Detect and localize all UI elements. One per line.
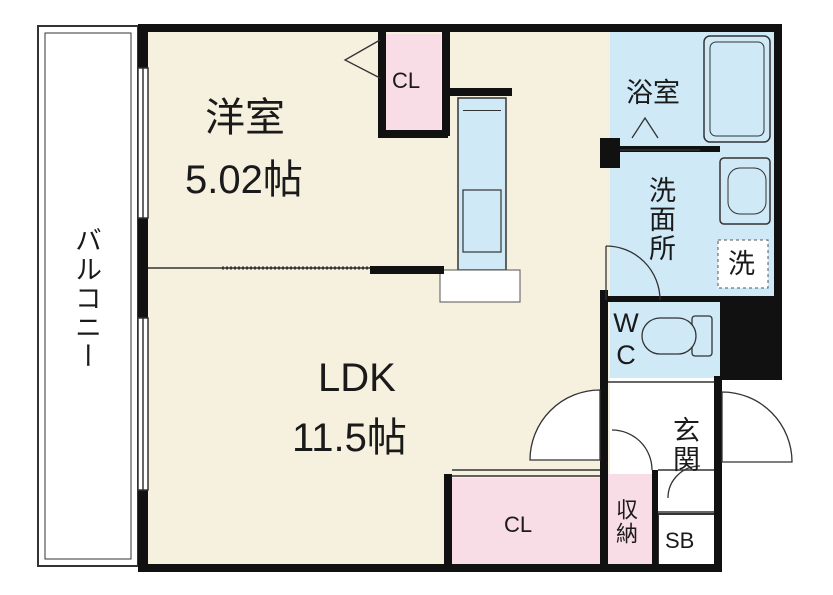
- washer-space: [717, 239, 769, 289]
- washbasin: [719, 157, 771, 225]
- storage-label: 収納: [613, 498, 638, 546]
- western-room-name: 洋室: [205, 96, 285, 140]
- washroom-label: 洗面所: [645, 176, 675, 263]
- walls: [138, 24, 782, 572]
- shoebox-label: SB: [665, 528, 695, 553]
- western-room-size: 5.02帖: [185, 158, 303, 202]
- ldk-room-size: 11.5帖: [292, 416, 407, 460]
- kitchen-range-line: [463, 110, 501, 111]
- bath-label: 浴室: [626, 78, 680, 108]
- shoebox-bg: [657, 513, 717, 567]
- closet-ldk-bg: [452, 478, 600, 564]
- ldk-room-name: LDK: [318, 356, 396, 400]
- closet-western-label: CL: [392, 68, 421, 93]
- bathtub: [703, 35, 771, 143]
- closet-ldk-label: CL: [504, 512, 533, 537]
- entrance-label: 玄関: [669, 416, 699, 474]
- storage-bg: [607, 474, 653, 564]
- kitchen-counter: [457, 97, 507, 271]
- balcony-outline: [37, 25, 139, 567]
- bathtub-inner: [709, 41, 765, 137]
- partitions: [148, 149, 714, 513]
- windows: [137, 67, 149, 491]
- washer-label: 洗: [728, 249, 755, 279]
- kitchen-sink: [462, 189, 502, 253]
- washbasin-bowl: [727, 167, 767, 215]
- wc-label: WC: [611, 308, 641, 372]
- balcony-inner-rail: [44, 32, 132, 560]
- fridge-space: [439, 269, 521, 303]
- closet-western-bg: [385, 34, 441, 130]
- toilet-bowl: [641, 317, 697, 355]
- balcony-label: バルコニー: [71, 226, 101, 371]
- door-swings: [343, 39, 793, 499]
